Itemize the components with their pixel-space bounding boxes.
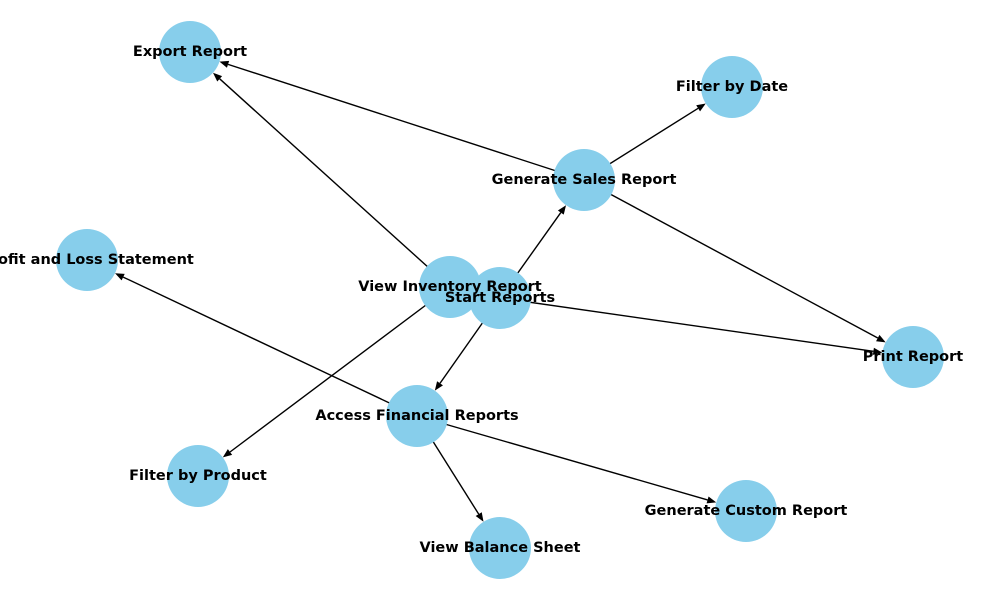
arrowhead-icon (706, 496, 717, 504)
node-label-filter-product: Filter by Product (129, 468, 267, 484)
arrowhead-icon (475, 512, 484, 522)
arrowhead-icon (222, 449, 233, 458)
arrowhead-icon (876, 334, 886, 343)
node-label-custom: Generate Custom Report (645, 503, 848, 519)
edge-start-to-print (499, 297, 883, 355)
edge-inventory-to-export (212, 72, 451, 288)
edge-line (229, 286, 451, 453)
node-label-filter-date: Filter by Date (676, 79, 788, 95)
edge-line (122, 276, 418, 417)
edge-inventory-to-filter_product (222, 286, 451, 458)
arrowhead-icon (434, 381, 443, 391)
node-sales[interactable] (553, 149, 615, 211)
edge-sales-to-export (219, 60, 585, 181)
arrowhead-icon (219, 60, 230, 68)
node-label-export: Export Report (133, 44, 247, 60)
node-pnl[interactable] (56, 229, 118, 291)
node-label-inventory: View Inventory Report (358, 279, 542, 295)
node-inventory[interactable] (419, 256, 481, 318)
node-start[interactable] (469, 267, 531, 329)
edge-line (583, 179, 879, 339)
edge-line (416, 415, 708, 501)
arrowhead-icon (115, 273, 125, 281)
node-financial[interactable] (386, 385, 448, 447)
node-label-balance: View Balance Sheet (420, 540, 581, 556)
node-custom[interactable] (715, 480, 777, 542)
arrowhead-icon (696, 103, 706, 112)
nodes-layer (56, 21, 944, 579)
edges-layer (115, 60, 886, 522)
node-print[interactable] (882, 326, 944, 388)
node-label-financial: Access Financial Reports (315, 408, 518, 424)
node-label-pnl: Profit and Loss Statement (0, 252, 194, 268)
edge-line (227, 63, 585, 181)
node-balance[interactable] (469, 517, 531, 579)
edge-financial-to-custom (416, 415, 717, 504)
edge-sales-to-print (583, 179, 886, 343)
node-label-print: Print Report (863, 349, 964, 365)
edge-line (219, 78, 451, 288)
node-filter-product[interactable] (167, 445, 229, 507)
node-export[interactable] (159, 21, 221, 83)
node-filter-date[interactable] (701, 56, 763, 118)
node-label-sales: Generate Sales Report (492, 172, 677, 188)
arrowhead-icon (212, 72, 223, 82)
node-label-start: Start Reports (445, 290, 555, 306)
arrowhead-icon (557, 205, 567, 215)
edge-line (499, 297, 874, 353)
arrowhead-icon (872, 347, 883, 355)
edge-financial-to-pnl (115, 273, 418, 417)
